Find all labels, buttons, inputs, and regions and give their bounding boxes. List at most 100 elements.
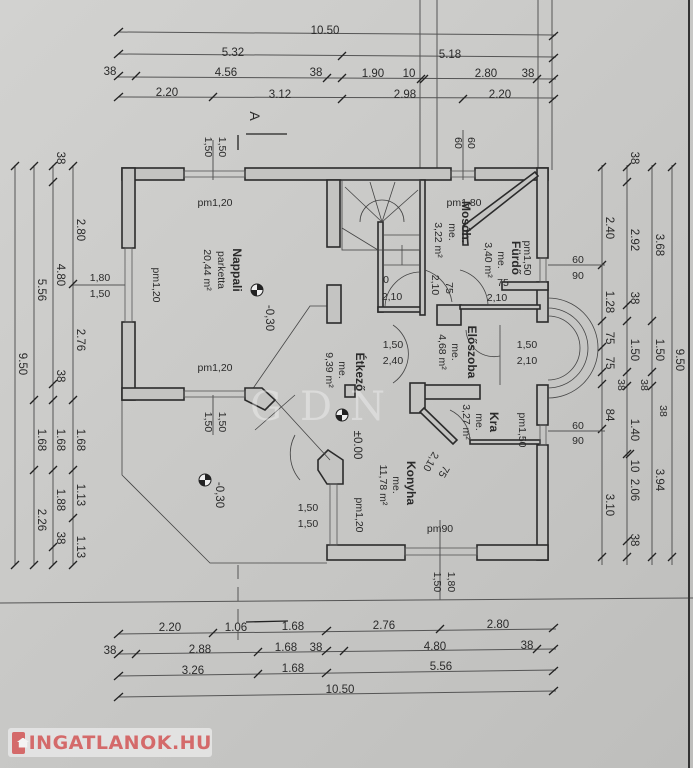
room-nappali: Nappali parketta 20,44 m²: [201, 248, 244, 291]
room-name: Étkező: [353, 353, 368, 392]
dim-label: 38: [657, 405, 669, 417]
level-marker-icon: [335, 408, 349, 422]
opening-label: 60: [572, 254, 584, 266]
dim-label: 38: [310, 67, 323, 79]
bay-window: [499, 297, 599, 399]
room-floor: me.: [390, 476, 402, 494]
level-marker-icon: [250, 283, 264, 297]
top-dimension-lines: [113, 27, 559, 104]
door-swings: [254, 269, 501, 481]
opening-label: 1,50: [298, 518, 319, 530]
window-label: pm1,20: [150, 267, 162, 302]
room-kra: Kra me. 3,27 m²: [460, 404, 501, 440]
opening-label: 1,50: [517, 339, 538, 351]
dim-label: 2.88: [189, 644, 211, 656]
guide-lines: [0, 0, 693, 604]
room-name: Nappali: [230, 248, 244, 291]
dim-label: 38: [615, 379, 627, 391]
room-floor: me.: [446, 223, 458, 241]
opening-label: 1,50: [202, 137, 214, 158]
section-marker-a: A: [237, 111, 287, 640]
opening-label: 0: [383, 274, 389, 286]
dim-label: 38: [54, 370, 66, 383]
dim-label: 3.94: [653, 469, 665, 492]
room-name: Előszoba: [465, 326, 479, 379]
room-floor: me.: [473, 413, 485, 431]
dim-label: 10.50: [326, 684, 355, 696]
dim-label: 38: [310, 642, 323, 654]
dim-label: 1.50: [628, 339, 640, 361]
dim-label: 1.68: [54, 429, 66, 451]
dim-label: 2.80: [74, 219, 86, 241]
dim-label: 1.68: [35, 429, 47, 451]
window-label: pm1,20: [353, 497, 365, 532]
dim-label: 5.18: [439, 49, 461, 61]
right-dimension-labels: 38 2.40 2.92 3.68 1.28 38 75 1.50 1.50 9…: [603, 152, 685, 547]
dim-label: 10.50: [311, 25, 340, 37]
dim-label: 1.40: [628, 419, 640, 441]
opening-label: 75: [443, 282, 455, 294]
dim-label: 2.76: [74, 329, 86, 351]
left-dimension-lines: [10, 161, 125, 570]
dim-label: 1.68: [282, 663, 304, 675]
room-floor: me.: [449, 343, 461, 361]
dim-label: 1.68: [282, 621, 304, 633]
dim-label: 1.50: [653, 339, 665, 361]
level-terrace: -0,30: [213, 482, 225, 508]
opening-label: 1,80: [90, 272, 111, 284]
dim-label: 1.88: [54, 489, 66, 511]
dim-label: 1.13: [74, 484, 86, 506]
window-label: pm1,20: [197, 362, 232, 374]
room-area: 11,78 m²: [377, 465, 389, 506]
dim-label: 2.92: [628, 229, 640, 251]
room-floor: me.: [336, 361, 348, 379]
dim-label: 38: [54, 532, 66, 545]
dim-label: 2.20: [159, 622, 181, 634]
opening-label: 60: [465, 137, 477, 149]
site-watermark: INGATLANOK.HU: [8, 728, 212, 757]
terrace-outline: [121, 305, 548, 564]
dim-label: 1.68: [74, 429, 86, 451]
dim-label: 2.80: [487, 619, 509, 631]
window-label: pm1,20: [197, 197, 232, 209]
room-name: Kra: [487, 412, 501, 432]
dim-label: 38: [628, 292, 640, 305]
dim-label: 5.56: [35, 279, 47, 301]
left-dimension-labels: 38 2.80 4.80 5.56 2.76 9.50 38 1.68 1.68…: [16, 152, 86, 559]
window-label: pm90: [427, 523, 453, 535]
dim-label: 10: [628, 460, 640, 473]
room-area: 3,27 m²: [460, 404, 472, 440]
dim-label: 75: [603, 357, 615, 370]
dim-label: 1.90: [362, 68, 384, 80]
room-area: 3,40 m²: [482, 242, 494, 278]
opening-label: 2,10: [487, 292, 508, 304]
dim-label: 1.06: [225, 622, 247, 634]
opening-label: 1,50: [216, 412, 228, 433]
dim-label: 9.50: [673, 349, 685, 371]
opening-label: 90: [572, 270, 584, 282]
dim-label: 1.28: [603, 291, 615, 313]
dim-label: 2.20: [156, 87, 178, 99]
dim-label: 38: [628, 534, 640, 547]
level-markers: -0,30 ±0.00 -0,30: [198, 283, 363, 508]
dim-label: 5.32: [222, 47, 244, 59]
room-mosoh: Mosóh. me. 3,22 m²: [432, 201, 473, 258]
opening-label: 1,50: [431, 572, 443, 593]
room-name: Fürdő: [509, 241, 523, 275]
right-dimension-lines: [548, 162, 677, 565]
room-name: Konyha: [404, 461, 418, 505]
bottom-dimension-lines: [113, 620, 559, 702]
dim-label: 38: [522, 68, 535, 80]
dim-label: 3.10: [603, 494, 615, 516]
opening-label: 1,50: [90, 288, 111, 300]
top-dimension-labels: 10.50 5.32 5.18 38 4.56 38 1.90 10 2.80 …: [104, 25, 535, 101]
dim-label: 2.06: [628, 479, 640, 501]
dim-label: 4.80: [54, 264, 66, 286]
opening-label: 1,80: [445, 572, 457, 593]
opening-label: 60: [452, 137, 464, 149]
dim-label: 84: [603, 409, 615, 422]
room-area: 4,68 m²: [436, 334, 448, 370]
window-label: pm1,50: [521, 240, 533, 275]
